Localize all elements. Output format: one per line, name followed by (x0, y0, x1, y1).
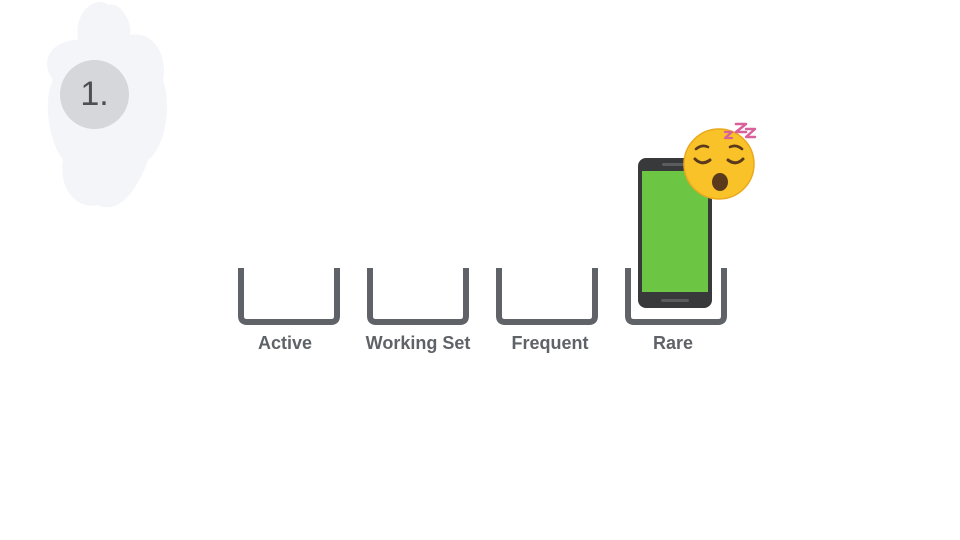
bucket-working-set (367, 268, 469, 325)
step-number-badge: 1. (60, 60, 129, 129)
bucket-label-rare: Rare (652, 333, 694, 353)
bucket-rare (625, 268, 727, 325)
bucket-label-frequent: Frequent (511, 333, 589, 353)
phone-icon (638, 158, 712, 308)
sleeping-face-icon (683, 122, 757, 200)
bucket-label-working-set: Working Set (365, 333, 471, 353)
bucket-frequent (496, 268, 598, 325)
bucket-active (238, 268, 340, 325)
step-number: 1. (80, 75, 109, 113)
bucket-label-active: Active (257, 333, 313, 353)
